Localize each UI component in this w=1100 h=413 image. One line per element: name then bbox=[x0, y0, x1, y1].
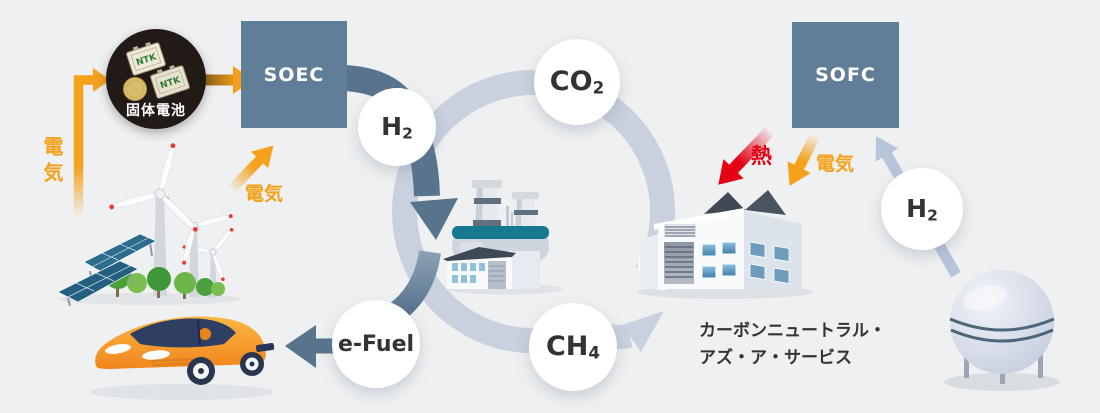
h2-node-left: H2 bbox=[358, 88, 436, 166]
renewables-electricity-arrow bbox=[228, 145, 274, 193]
solid-state-battery-icon: NTK NTK 固体電池 bbox=[106, 29, 206, 129]
soec-box: SOEC bbox=[241, 21, 347, 128]
electricity-label-sofc: 電気 bbox=[816, 153, 855, 175]
power-plant-icon bbox=[443, 180, 563, 295]
solar-panel-icon bbox=[57, 233, 157, 307]
h2-node-right: H2 bbox=[881, 168, 963, 250]
battery-cell-icon: NTK bbox=[150, 64, 190, 99]
electricity-to-battery-arrow bbox=[73, 68, 110, 218]
carbon-neutral-service-text: カーボンニュートラル・ アズ・ア・サービス bbox=[699, 318, 939, 372]
h2-left-formula: H2 bbox=[381, 111, 413, 143]
battery-graphics: NTK NTK bbox=[123, 41, 190, 101]
hydrogen-tank-sphere-icon bbox=[944, 270, 1060, 391]
coin-icon bbox=[123, 77, 147, 101]
caas-line1: カーボンニュートラル・ bbox=[699, 321, 886, 341]
efuel-to-car-arrow bbox=[285, 325, 336, 368]
efuel-car-icon bbox=[90, 316, 275, 400]
solid-battery-label: 固体電池 bbox=[126, 103, 186, 119]
battery-cell-icon: NTK bbox=[126, 41, 166, 76]
caas-line2: アズ・ア・サービス bbox=[699, 348, 852, 369]
sofc-electricity-arrow bbox=[787, 133, 820, 186]
heat-arrow bbox=[718, 127, 774, 185]
electricity-label-left: 電気 bbox=[40, 136, 64, 188]
sofc-box: SOFC bbox=[792, 22, 899, 128]
sofc-label: SOFC bbox=[815, 64, 876, 86]
co2-formula: CO2 bbox=[549, 66, 605, 98]
service-factory-icon bbox=[637, 190, 813, 299]
electricity-label-renewables: 電気 bbox=[245, 183, 284, 205]
co2-node: CO2 bbox=[534, 39, 620, 125]
efuel-node: e-Fuel bbox=[332, 300, 420, 388]
wind-turbine-solar-icon bbox=[57, 143, 242, 307]
h2-right-formula: H2 bbox=[906, 193, 938, 225]
efuel-label: e-Fuel bbox=[337, 331, 415, 357]
ch4-formula: CH4 bbox=[545, 331, 601, 363]
soec-label: SOEC bbox=[263, 63, 325, 86]
heat-label: 熱 bbox=[751, 144, 772, 168]
ring-arrowhead bbox=[622, 311, 664, 352]
ch4-node: CH4 bbox=[529, 303, 617, 391]
